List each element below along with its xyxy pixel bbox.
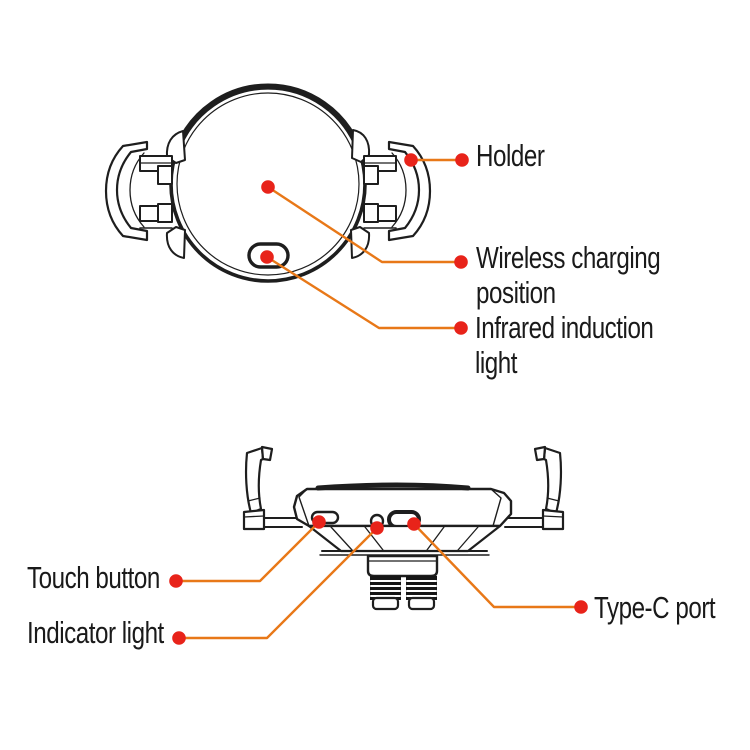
device-body-inner-line: [176, 92, 360, 276]
lower-housing: [307, 524, 502, 553]
clip-foot-right: [407, 596, 436, 611]
callout-dot: [574, 600, 588, 614]
callout-dot: [454, 255, 468, 269]
callout-dot: [260, 250, 274, 264]
callout-dot: [172, 631, 186, 645]
label-type-c-port: Type-C port: [594, 590, 716, 625]
callout-dot: [370, 521, 384, 535]
callout-leaders: [174, 158, 583, 640]
body-top-rim-band: [315, 482, 471, 491]
clip-foot-left: [371, 596, 400, 611]
leader-indicator-light: [177, 526, 379, 640]
callout-dots: [169, 153, 588, 645]
lower-housing-creases: [330, 526, 479, 551]
device-body-top-rim: [173, 83, 363, 154]
label-indicator-light: Indicator light: [27, 615, 164, 650]
label-infrared-induction-light: Infrared induction light: [475, 310, 654, 380]
callout-dot: [261, 180, 275, 194]
leader-wireless-charging: [266, 185, 463, 264]
callout-dot: [312, 515, 326, 529]
leader-infrared-light: [265, 255, 463, 330]
callout-dot: [169, 574, 183, 588]
callout-dot: [407, 517, 421, 531]
vent-clip: [366, 554, 439, 611]
bottom-left-clamp-arm: [242, 445, 303, 531]
bottom-view-drawing: [242, 445, 565, 611]
left-clamp-arm: [104, 140, 173, 242]
callout-dot: [454, 321, 468, 335]
leader-type-c-port: [412, 522, 583, 609]
bottom-right-clamp-arm: [504, 445, 565, 531]
right-clamp-arm: [363, 140, 432, 242]
label-holder: Holder: [476, 138, 545, 173]
body-bevel-lines: [298, 488, 502, 527]
leader-touch-button: [174, 520, 321, 583]
label-touch-button: Touch button: [27, 560, 160, 595]
callout-dot: [404, 153, 418, 167]
callout-dot: [455, 153, 469, 167]
label-wireless-charging-position: Wireless charging position: [476, 240, 661, 310]
